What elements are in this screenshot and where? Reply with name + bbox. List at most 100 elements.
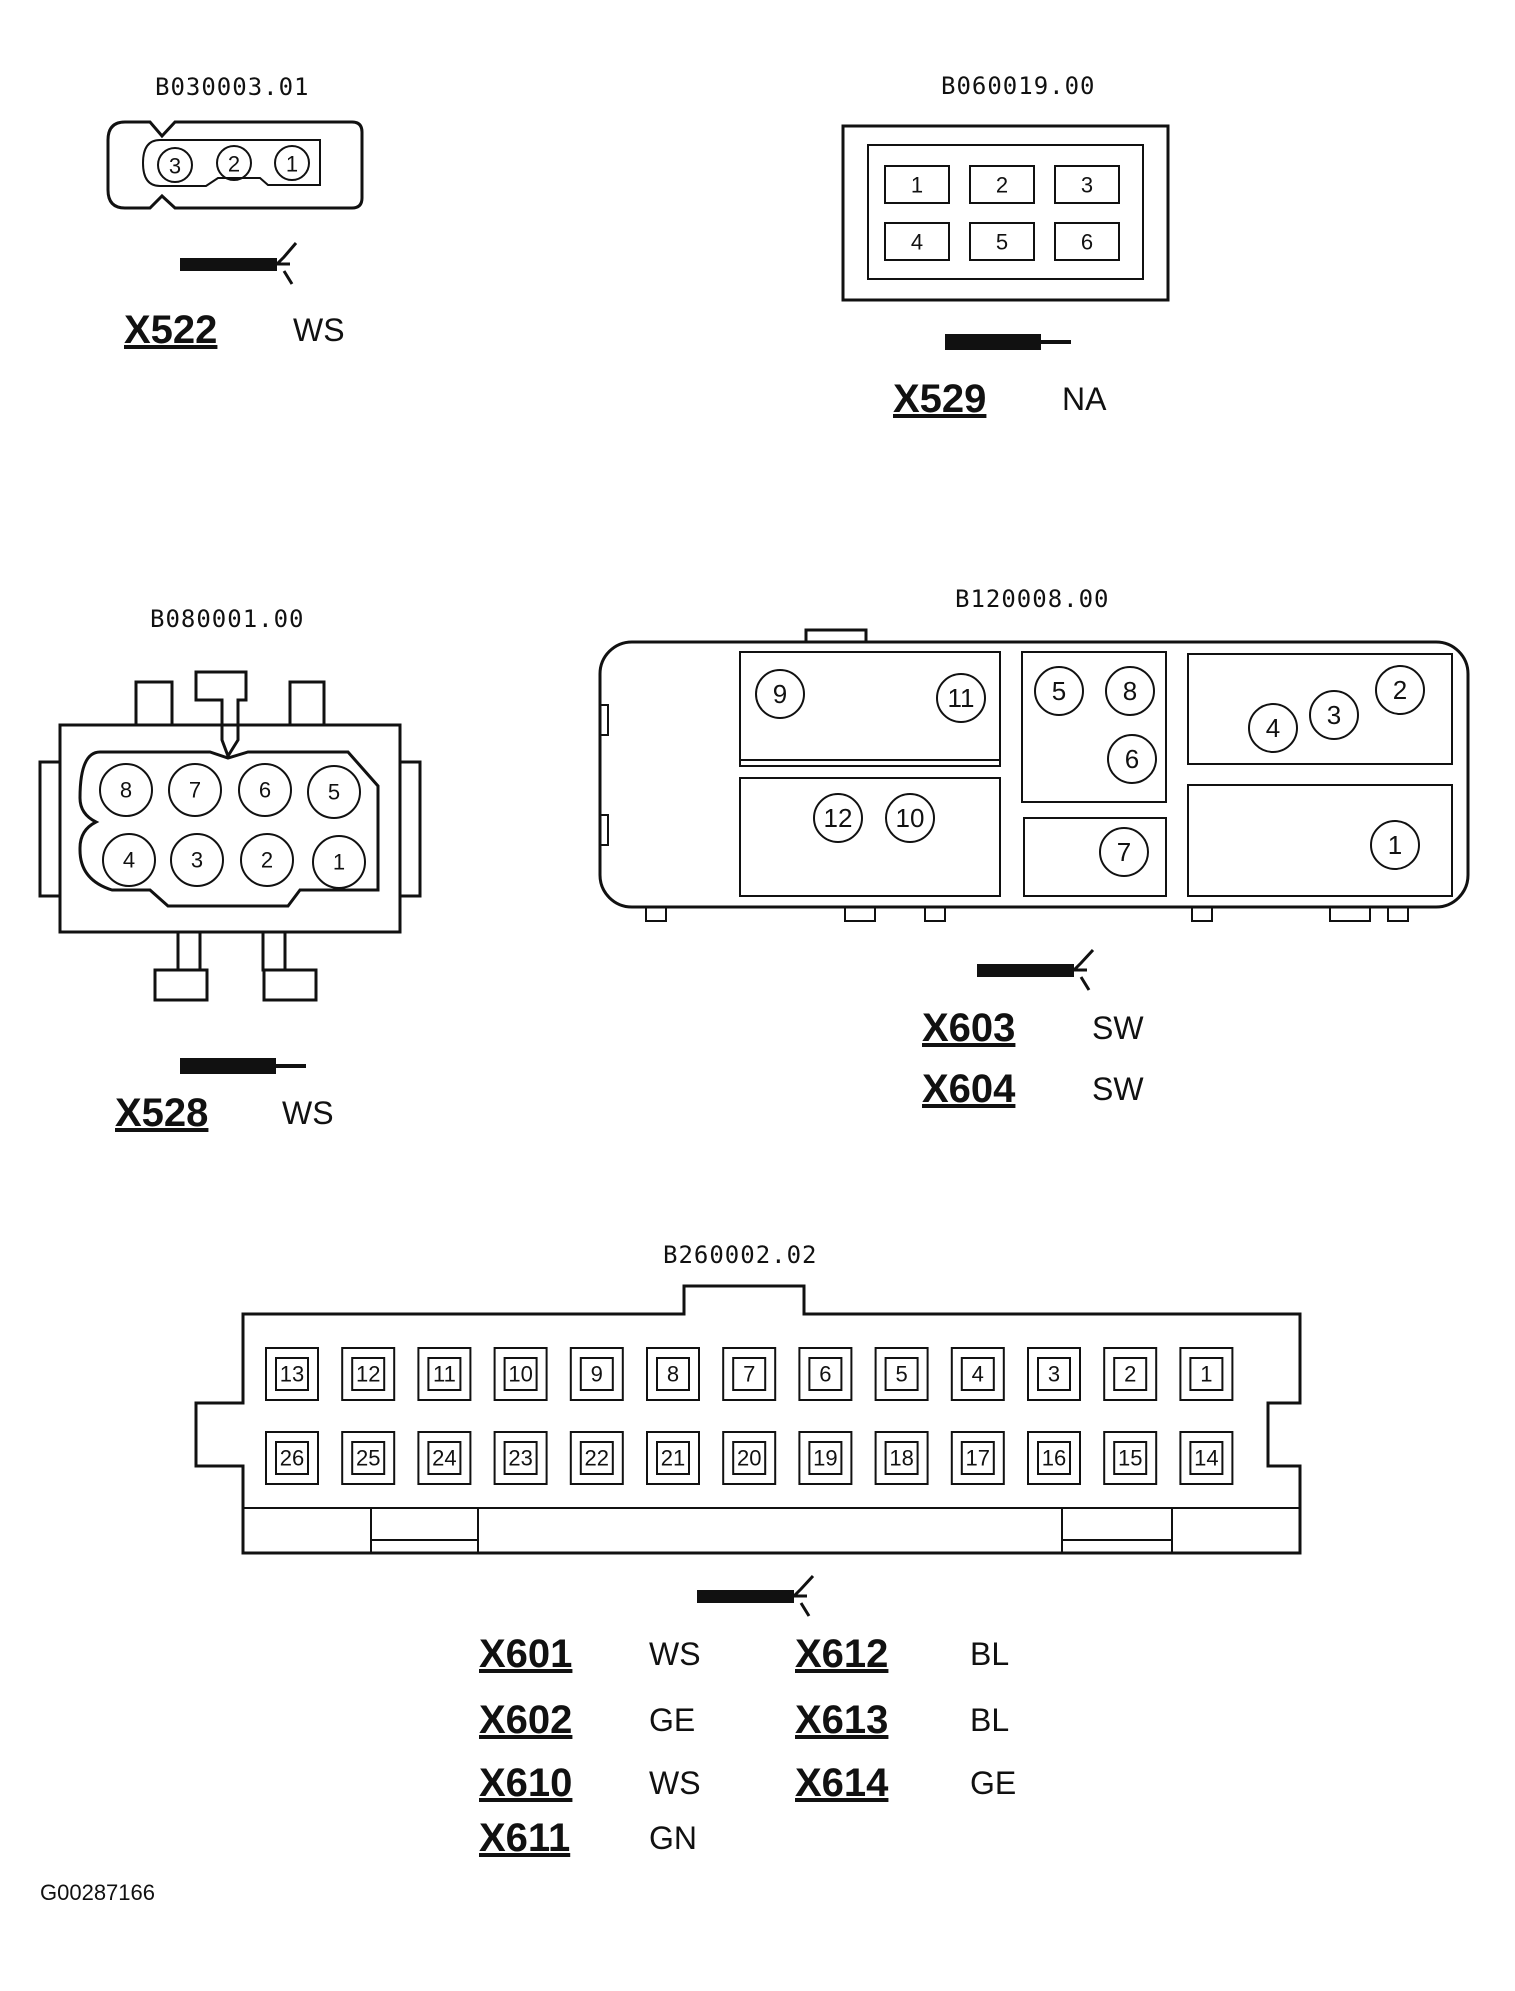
pin-1: 1	[884, 165, 950, 204]
pin-8: 8	[99, 763, 153, 817]
svg-text:7: 7	[189, 778, 201, 803]
pin-8: 8	[1105, 666, 1155, 716]
pin-9: 9	[755, 669, 805, 719]
pin-18: 18	[874, 1431, 929, 1485]
pin-4: 4	[884, 222, 950, 261]
pin-1: 1	[274, 145, 310, 181]
svg-text:23: 23	[508, 1446, 532, 1471]
svg-text:3: 3	[1048, 1362, 1060, 1387]
svg-text:1: 1	[911, 173, 923, 198]
pin-25: 25	[341, 1431, 396, 1485]
svg-text:9: 9	[591, 1362, 603, 1387]
pin-10: 10	[885, 793, 935, 843]
connector-inner-frame	[867, 144, 1144, 280]
pin-6: 6	[238, 763, 292, 817]
connector-id-label: X601	[479, 1632, 572, 1676]
svg-text:6: 6	[1081, 230, 1093, 255]
svg-text:2: 2	[228, 152, 240, 177]
svg-text:11: 11	[433, 1362, 456, 1387]
svg-text:7: 7	[743, 1362, 755, 1387]
connector-id-label: X522	[124, 308, 217, 352]
pin-5: 5	[307, 765, 361, 819]
pin-5: 5	[1034, 666, 1084, 716]
svg-text:5: 5	[328, 780, 340, 805]
svg-text:8: 8	[120, 778, 132, 803]
pin-5: 5	[969, 222, 1035, 261]
wire-color-label: GE	[649, 1702, 695, 1738]
label-column-right: X612 BL X613 BL X614 GE	[795, 1632, 1016, 1805]
svg-text:3: 3	[1327, 700, 1341, 730]
figure-code: G00287166	[40, 1880, 155, 1905]
svg-text:12: 12	[356, 1362, 380, 1387]
connector-ref-label: B120008.00	[955, 585, 1110, 613]
svg-text:13: 13	[280, 1362, 304, 1387]
pin-2: 2	[969, 165, 1035, 204]
wire-color-label: SW	[1092, 1010, 1144, 1046]
svg-text:3: 3	[1081, 173, 1093, 198]
wire-color-label: BL	[970, 1636, 1009, 1672]
svg-text:17: 17	[966, 1446, 990, 1471]
svg-text:19: 19	[813, 1446, 837, 1471]
connector-ref-label: B080001.00	[150, 605, 305, 633]
svg-text:6: 6	[819, 1362, 831, 1387]
pin-7: 7	[1099, 827, 1149, 877]
svg-text:2: 2	[1124, 1362, 1136, 1387]
pin-26: 26	[265, 1431, 319, 1485]
pin-3: 3	[157, 147, 193, 183]
connector-id-label: X610	[479, 1761, 572, 1805]
pin-11: 11	[417, 1347, 472, 1401]
pin-24: 24	[417, 1431, 472, 1485]
connector-id-label: X613	[795, 1698, 888, 1742]
pin-19: 19	[798, 1431, 853, 1485]
svg-text:1: 1	[286, 152, 298, 177]
pin-4: 4	[1248, 703, 1298, 753]
svg-text:21: 21	[661, 1446, 685, 1471]
socket-terminal-icon	[977, 948, 1095, 991]
pin-23: 23	[493, 1431, 548, 1485]
pin-12: 12	[813, 793, 863, 843]
svg-text:5: 5	[1052, 676, 1066, 706]
svg-text:12: 12	[824, 803, 853, 833]
connector-ref-label: B060019.00	[941, 72, 1096, 100]
svg-text:16: 16	[1042, 1446, 1066, 1471]
connector-housing	[598, 628, 1470, 922]
pin-10: 10	[493, 1347, 548, 1401]
svg-text:1: 1	[1200, 1362, 1212, 1387]
svg-text:6: 6	[259, 778, 271, 803]
pin-3: 3	[1309, 690, 1359, 740]
pin-terminal-icon	[945, 334, 1071, 350]
wire-color-label: GE	[970, 1765, 1016, 1801]
svg-text:10: 10	[896, 803, 925, 833]
connector-id-label: X529	[893, 377, 986, 421]
wire-color-label: BL	[970, 1702, 1009, 1738]
svg-text:7: 7	[1117, 837, 1131, 867]
svg-text:4: 4	[911, 230, 923, 255]
pin-6: 6	[1107, 734, 1157, 784]
pin-6: 6	[1054, 222, 1120, 261]
pin-14: 14	[1179, 1431, 1234, 1485]
pin-terminal-icon	[180, 1058, 306, 1074]
connector-b120008: B120008.00 9 11 5 8 6 2 4 3	[598, 585, 1470, 1111]
pin-2: 2	[1375, 665, 1425, 715]
svg-text:6: 6	[1125, 744, 1139, 774]
svg-text:20: 20	[737, 1446, 761, 1471]
svg-text:10: 10	[508, 1362, 532, 1387]
pin-3: 3	[170, 833, 224, 887]
wire-color-label: WS	[282, 1095, 334, 1131]
connector-b080001: B080001.00 8 7 6 5 4 3 2 1	[38, 605, 422, 1135]
connector-ref-label: B030003.01	[155, 73, 310, 101]
pin-2: 2	[240, 833, 294, 887]
pin-21: 21	[646, 1431, 700, 1485]
pin-2: 2	[1103, 1347, 1158, 1401]
svg-text:2: 2	[261, 848, 273, 873]
pin-16: 16	[1027, 1431, 1081, 1485]
pin-1: 1	[1179, 1347, 1234, 1401]
pin-9: 9	[569, 1347, 624, 1401]
svg-text:2: 2	[996, 173, 1008, 198]
svg-text:8: 8	[667, 1362, 679, 1387]
pin-20: 20	[722, 1431, 777, 1485]
connector-housing	[194, 1284, 1302, 1555]
socket-terminal-icon	[697, 1574, 815, 1617]
svg-text:11: 11	[948, 683, 975, 713]
